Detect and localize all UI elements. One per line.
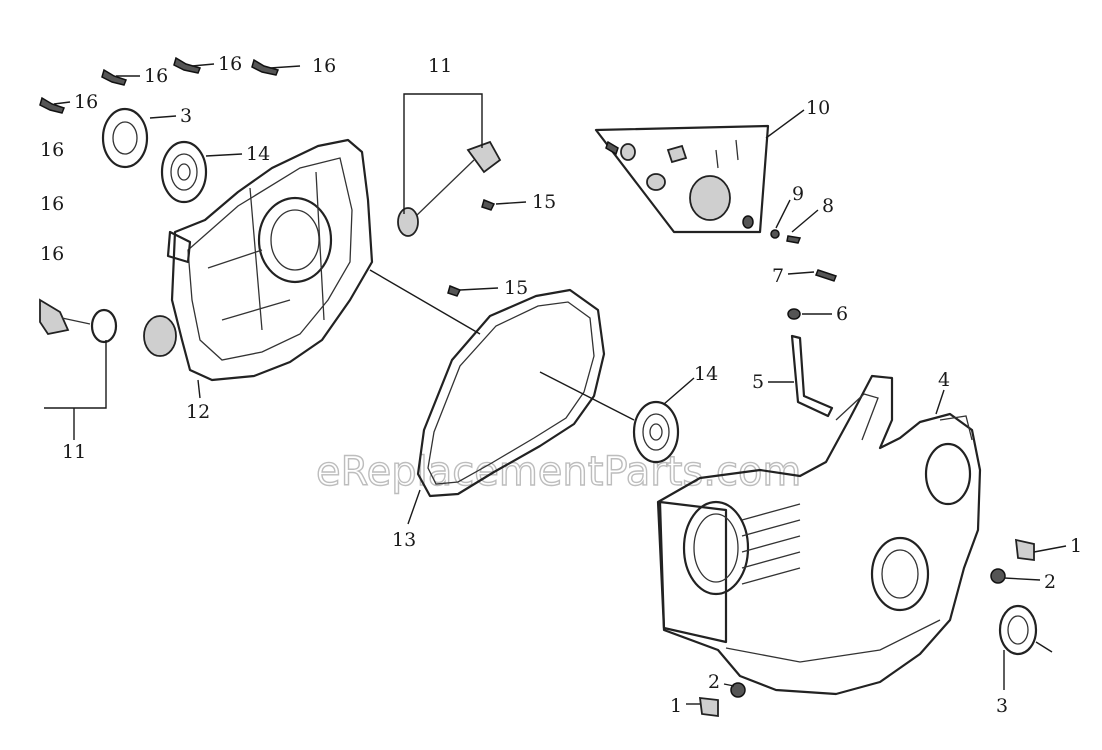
callout-16: 16	[40, 139, 64, 161]
callout-6: 6	[836, 303, 848, 325]
callout-12: 12	[186, 401, 210, 423]
part-13-gasket	[416, 288, 606, 498]
part-5-dipstick-bar	[790, 334, 834, 418]
callout-2: 2	[1044, 571, 1056, 593]
part-6-washer	[787, 308, 801, 320]
callout-14: 14	[694, 363, 718, 385]
callout-16: 16	[74, 91, 98, 113]
callout-16: 16	[218, 53, 242, 75]
part-12-crankcase-cover	[166, 138, 374, 382]
callout-11: 11	[62, 441, 86, 463]
part-10-oil-pump-kit	[594, 124, 770, 234]
callout-2: 2	[708, 671, 720, 693]
callout-10: 10	[806, 97, 830, 119]
part-3-oil-seal-lower	[998, 604, 1038, 656]
part-3-oil-seal-upper	[101, 107, 149, 169]
part-9-pin	[770, 229, 780, 239]
part-4-cylinder-block	[656, 374, 982, 696]
callout-1: 1	[670, 695, 682, 717]
part-7-bolt	[815, 269, 837, 282]
leader-lines	[44, 63, 1067, 705]
part-15-bolts	[447, 198, 496, 297]
part-1-drain-plug-right	[1014, 538, 1035, 562]
callout-16: 16	[144, 65, 168, 87]
callout-labels: 16 16 16 16 16 16 16 3 14 11 15 10 9 8 7…	[40, 53, 1082, 717]
callout-3: 3	[996, 695, 1008, 717]
part-14-bearing-lower	[632, 400, 680, 464]
callout-5: 5	[752, 371, 764, 393]
callout-3: 3	[180, 105, 192, 127]
watermark-text: eReplacementParts.com	[316, 449, 801, 495]
part-2-washer-right	[990, 568, 1006, 584]
part-2-washer-bottom	[730, 682, 746, 698]
part-1-drain-plug-bottom	[698, 696, 719, 718]
callout-16: 16	[40, 193, 64, 215]
callout-11: 11	[428, 55, 452, 77]
part-11-governor-left	[39, 298, 177, 357]
callout-13: 13	[392, 529, 416, 551]
callout-9: 9	[792, 183, 804, 205]
callout-7: 7	[772, 265, 784, 287]
callout-15: 15	[504, 277, 528, 299]
callout-4: 4	[938, 369, 950, 391]
callout-16: 16	[312, 55, 336, 77]
callout-14: 14	[246, 143, 270, 165]
part-8-bolt	[786, 235, 802, 244]
part-16-bolts	[39, 56, 280, 114]
callout-1: 1	[1070, 535, 1082, 557]
callout-8: 8	[822, 195, 834, 217]
callout-15: 15	[532, 191, 556, 213]
part-11-governor-top	[397, 140, 502, 237]
callout-16: 16	[40, 243, 64, 265]
part-14-bearing-upper	[160, 140, 208, 204]
